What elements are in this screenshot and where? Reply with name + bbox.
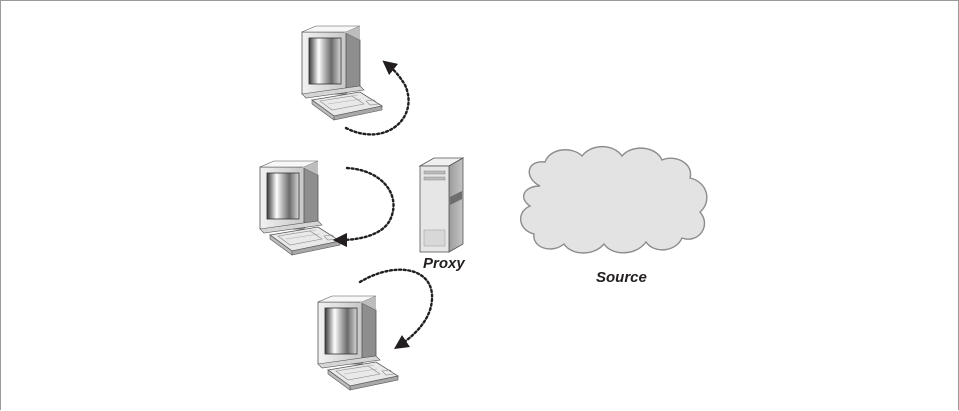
arrow-bottom (358, 268, 434, 349)
source-label: Source (596, 269, 647, 286)
client-computer-top (301, 25, 383, 121)
desktop-computer-icon (317, 295, 399, 391)
arrow-top (344, 60, 410, 136)
desktop-computer-icon (301, 25, 383, 121)
desktop-computer-icon (259, 160, 341, 256)
arrow-middle (332, 166, 395, 248)
client-computer-bottom (317, 295, 399, 391)
client-computer-middle (259, 160, 341, 256)
server-tower-icon (418, 157, 465, 253)
cloud-icon (520, 145, 708, 254)
proxy-label: Proxy (423, 255, 465, 272)
